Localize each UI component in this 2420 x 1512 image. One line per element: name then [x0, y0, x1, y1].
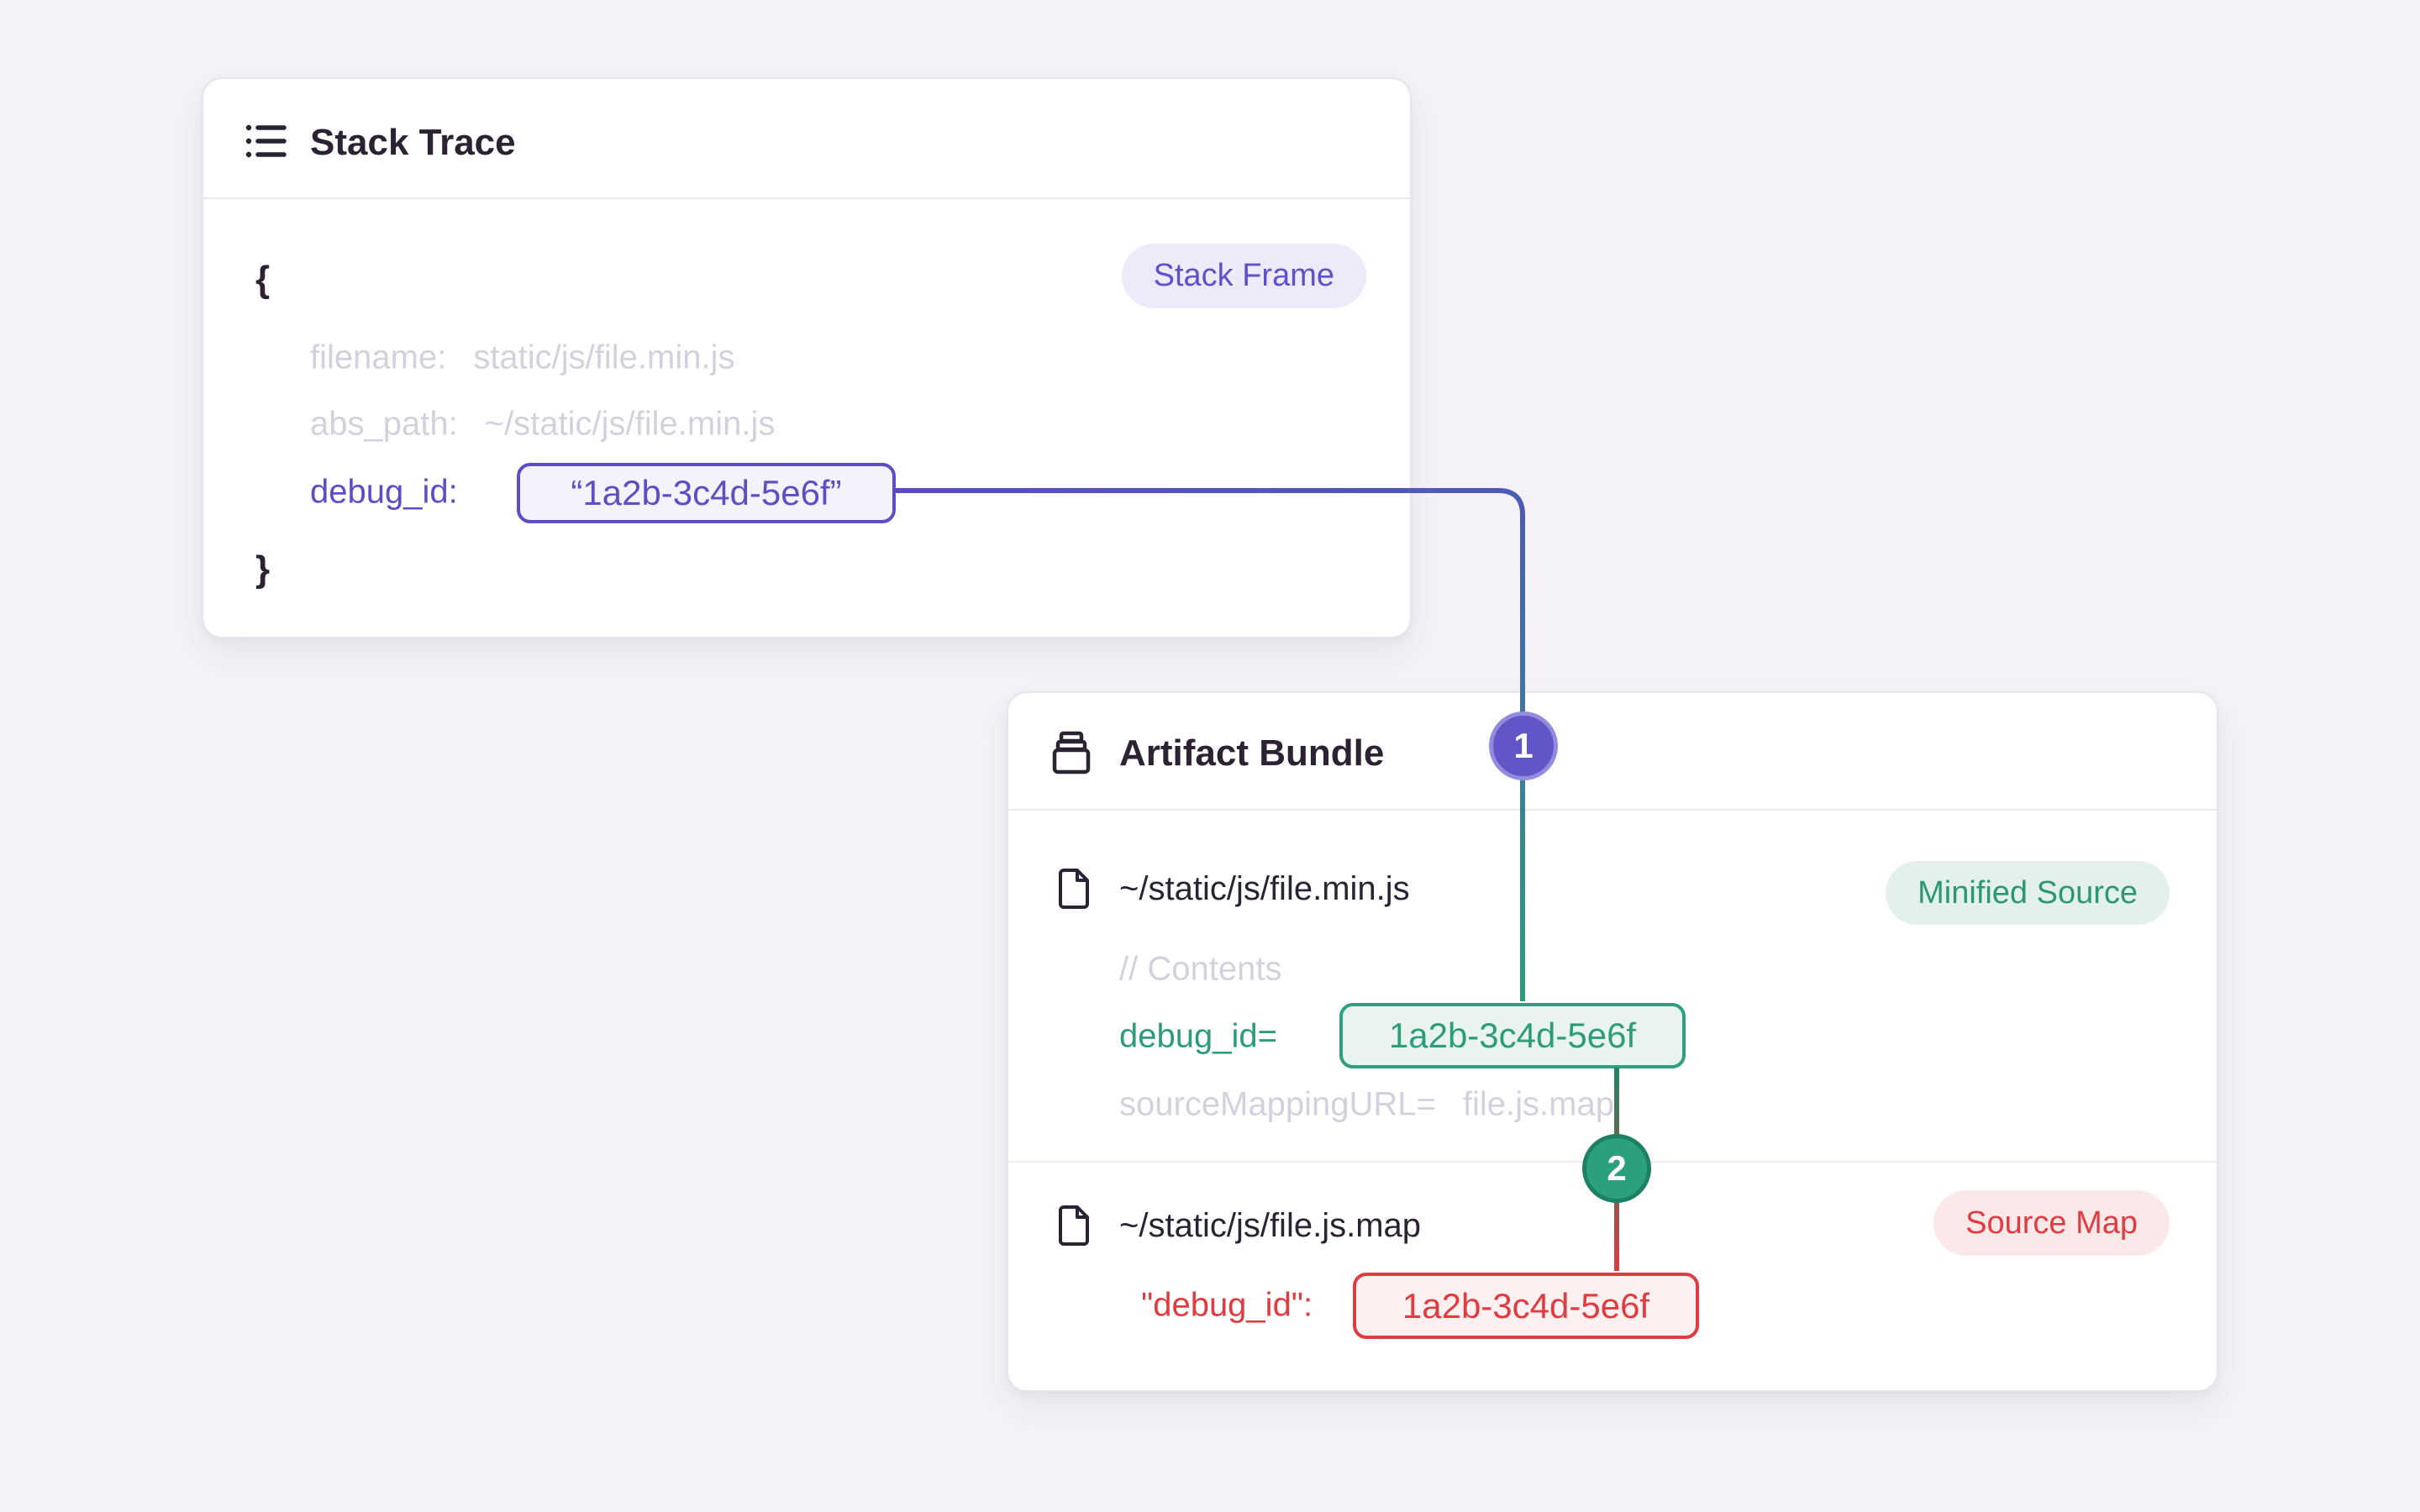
- stack-trace-title: Stack Trace: [310, 122, 516, 163]
- abs-path-value: ~/static/js/file.min.js: [484, 405, 776, 443]
- list-icon: [245, 123, 287, 160]
- header-divider: [203, 197, 1410, 199]
- debug-id-value-box: “1a2b-3c4d-5e6f”: [517, 463, 896, 523]
- minified-file-path: ~/static/js/file.min.js: [1119, 869, 1410, 907]
- artifact-bundle-title: Artifact Bundle: [1119, 732, 1385, 774]
- header-divider: [1008, 809, 2217, 811]
- minified-file-row: ~/static/js/file.min.js: [1057, 869, 1410, 909]
- debug-id-key: debug_id:: [310, 473, 458, 511]
- document-icon: [1057, 1205, 1091, 1246]
- filename-value: static/js/file.min.js: [473, 339, 735, 376]
- bundle-debug-id-key: debug_id=: [1119, 1017, 1277, 1055]
- source-mapping-key: sourceMappingURL=: [1119, 1085, 1436, 1123]
- open-brace: {: [255, 259, 271, 300]
- bundle-debug-id-value-box: 1a2b-3c4d-5e6f: [1339, 1003, 1686, 1068]
- stack-frame-badge: Stack Frame: [1121, 244, 1366, 308]
- step-1-marker: 1: [1489, 711, 1558, 780]
- document-icon: [1057, 869, 1091, 909]
- source-mapping-value: file.js.map: [1462, 1085, 1614, 1123]
- archive-bundle-icon: [1052, 731, 1091, 774]
- source-map-badge: Source Map: [1933, 1190, 2170, 1256]
- map-debug-id-value-box: 1a2b-3c4d-5e6f: [1353, 1273, 1699, 1339]
- artifact-bundle-card: Artifact Bundle ~/static/js/file.min.js …: [1007, 691, 2218, 1392]
- close-brace: }: [255, 549, 271, 590]
- minified-source-badge: Minified Source: [1886, 861, 2170, 925]
- source-mapping-line: sourceMappingURL= file.js.map: [1119, 1086, 1614, 1124]
- abs-path-key: abs_path:: [310, 405, 458, 443]
- contents-comment: // Contents: [1119, 950, 1282, 988]
- step-2-marker: 2: [1582, 1134, 1651, 1203]
- abs-path-line: abs_path: ~/static/js/file.min.js: [310, 406, 775, 444]
- stack-trace-card: Stack Trace Stack Frame { filename: stati…: [202, 77, 1412, 638]
- sourcemap-file-row: ~/static/js/file.js.map: [1057, 1205, 1421, 1246]
- filename-key: filename:: [310, 339, 447, 376]
- filename-line: filename: static/js/file.min.js: [310, 339, 734, 377]
- sourcemap-file-path: ~/static/js/file.js.map: [1119, 1206, 1422, 1244]
- map-debug-id-key: "debug_id":: [1141, 1286, 1313, 1324]
